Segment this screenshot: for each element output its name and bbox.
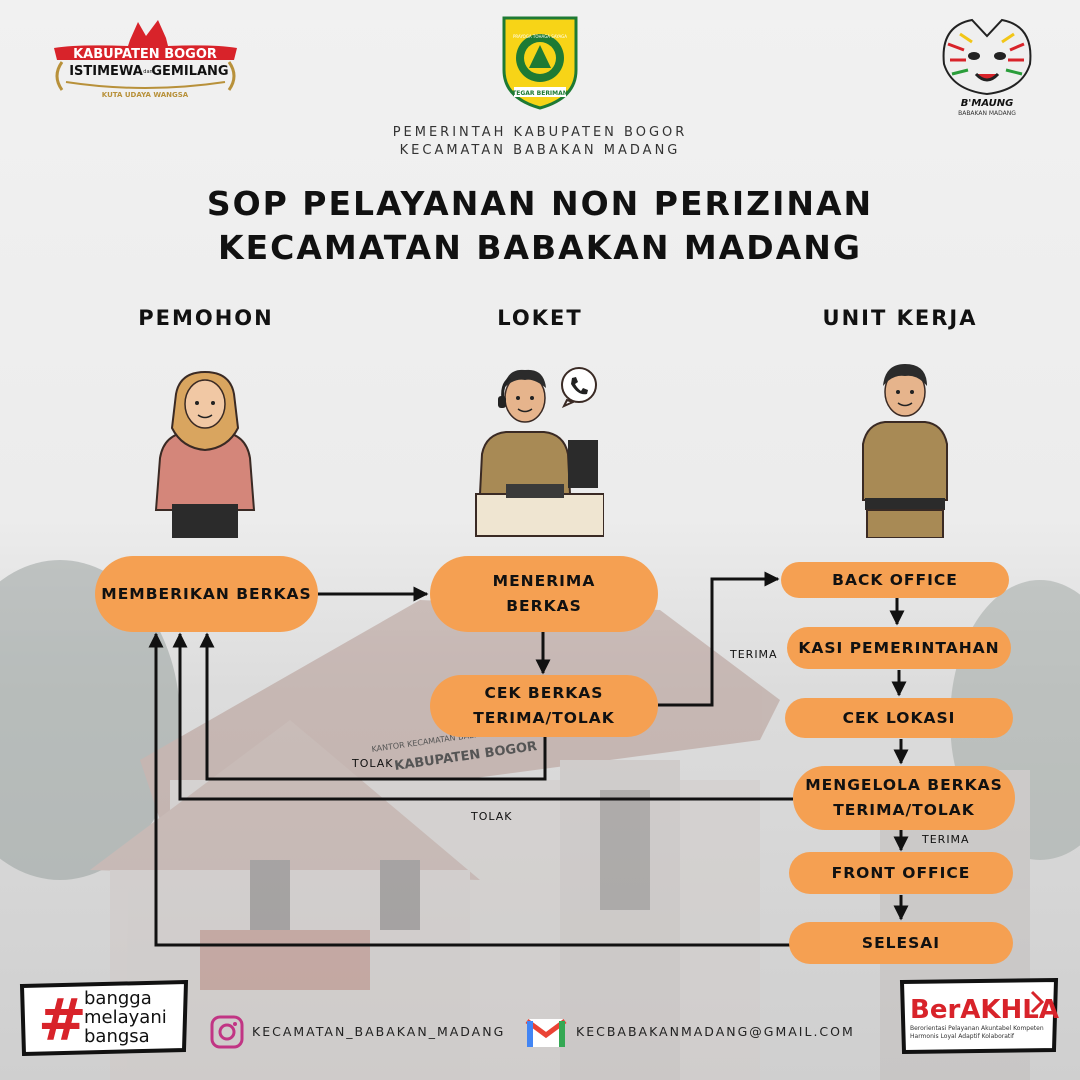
loket-officer-icon bbox=[475, 369, 604, 537]
column-header-pemohon: PEMOHON bbox=[138, 306, 274, 330]
bangga-melayani-bangsa-badge: # bangga melayani bangsa bbox=[19, 980, 189, 1056]
node-selesai-label: SELESAI bbox=[861, 933, 941, 952]
logo-right-name: B'MAUNG bbox=[961, 98, 1014, 109]
node-cek-berkas-line2: TERIMA/TOLAK bbox=[473, 709, 615, 727]
node-kasi-pemerintahan: KASI PEMERINTAHAN bbox=[787, 627, 1011, 669]
kabupaten-bogor-logo: KABUPATEN BOGOR ISTIMEWA dan GEMILANG KU… bbox=[54, 20, 237, 99]
node-kasi-pemerintahan-label: KASI PEMERINTAHAN bbox=[798, 638, 1000, 657]
logo-center-banner: TEGAR BERIMAN bbox=[512, 90, 568, 97]
node-mengelola-berkas-line2: TERIMA/TOLAK bbox=[833, 801, 975, 819]
title-line-1: SOP PELAYANAN NON PERIZINAN bbox=[206, 184, 874, 223]
badge-left-word2: melayani bbox=[84, 1007, 167, 1028]
title-line-2: KECAMATAN BABAKAN MADANG bbox=[218, 228, 862, 267]
bmaung-logo: B'MAUNG BABAKAN MADANG bbox=[942, 18, 1032, 117]
logo-left-line2b: dan bbox=[143, 69, 152, 75]
arrow-cek-to-back-office bbox=[658, 571, 780, 707]
instagram-handle[interactable]: KECAMATAN_BABAKAN_MADANG bbox=[252, 1024, 506, 1039]
node-mengelola-berkas: MENGELOLA BERKAS TERIMA/TOLAK bbox=[793, 766, 1015, 830]
badge-left-word1: bangga bbox=[84, 988, 152, 1009]
org-line-2: KECAMATAN BABAKAN MADANG bbox=[399, 143, 681, 158]
arrow-selesai-to-memberikan bbox=[148, 632, 793, 947]
node-menerima-berkas: MENERIMA BERKAS bbox=[430, 556, 658, 632]
column-header-unit-kerja: UNIT KERJA bbox=[822, 306, 978, 330]
edge-label-tolak-2: TOLAK bbox=[471, 810, 513, 823]
arrow-mengelola-tolak-to-memberikan bbox=[172, 632, 793, 801]
edge-label-terima-2: TERIMA bbox=[922, 833, 970, 846]
logo-center-ring-text: PRAYOGA TOHAGA SAYAGA bbox=[513, 34, 567, 39]
instagram-icon bbox=[210, 1015, 244, 1049]
berakhlak-badge: BerAKHLAK Berorientasi Pelayanan Akuntab… bbox=[899, 978, 1060, 1054]
arrow-cek-tolak-to-memberikan bbox=[199, 632, 547, 781]
badge-right-sub1: Berorientasi Pelayanan Akuntabel Kompete… bbox=[910, 1025, 1044, 1032]
node-front-office-label: FRONT OFFICE bbox=[831, 863, 971, 882]
badge-right-sub2: Harmonis Loyal Adaptif Kolaboratif bbox=[910, 1033, 1015, 1040]
node-back-office: BACK OFFICE bbox=[781, 562, 1009, 598]
node-cek-lokasi: CEK LOKASI bbox=[785, 698, 1013, 738]
email-address[interactable]: KECBABAKANMADANG@GMAIL.COM bbox=[576, 1024, 855, 1039]
node-cek-lokasi-label: CEK LOKASI bbox=[842, 708, 956, 727]
gmail-icon bbox=[525, 1018, 567, 1047]
pemohon-person-icon bbox=[154, 370, 256, 538]
logo-left-line2a: ISTIMEWA bbox=[69, 64, 143, 79]
unit-kerja-officer-icon bbox=[862, 364, 948, 538]
node-memberikan-berkas: MEMBERIKAN BERKAS bbox=[95, 556, 318, 632]
node-back-office-label: BACK OFFICE bbox=[832, 570, 958, 589]
node-mengelola-berkas-line1: MENGELOLA BERKAS bbox=[805, 776, 1003, 795]
phone-bubble-icon bbox=[561, 367, 597, 408]
logo-left-line2c: GEMILANG bbox=[151, 64, 228, 79]
logo-left-tagline: KUTA UDAYA WANGSA bbox=[102, 91, 189, 99]
node-selesai: SELESAI bbox=[789, 922, 1013, 964]
node-cek-berkas: CEK BERKAS TERIMA/TOLAK bbox=[430, 675, 658, 737]
bogor-emblem-logo: PRAYOGA TOHAGA SAYAGA TEGAR BERIMAN bbox=[502, 16, 578, 110]
node-menerima-berkas-line1: MENERIMA bbox=[492, 572, 596, 591]
column-header-loket: LOKET bbox=[497, 306, 583, 330]
org-line-1: PEMERINTAH KABUPATEN BOGOR bbox=[392, 125, 688, 140]
node-cek-berkas-line1: CEK BERKAS bbox=[484, 684, 604, 703]
logo-left-line1: KABUPATEN BOGOR bbox=[73, 47, 217, 62]
badge-left-hash: # bbox=[38, 986, 87, 1054]
node-memberikan-berkas-label: MEMBERIKAN BERKAS bbox=[101, 584, 312, 603]
badge-left-word3: bangsa bbox=[84, 1026, 150, 1047]
edge-label-tolak-1: TOLAK bbox=[352, 757, 394, 770]
node-menerima-berkas-line2: BERKAS bbox=[506, 597, 582, 615]
logo-right-sub: BABAKAN MADANG bbox=[958, 110, 1016, 117]
edge-label-terima-1: TERIMA bbox=[730, 648, 778, 661]
node-front-office: FRONT OFFICE bbox=[789, 852, 1013, 894]
